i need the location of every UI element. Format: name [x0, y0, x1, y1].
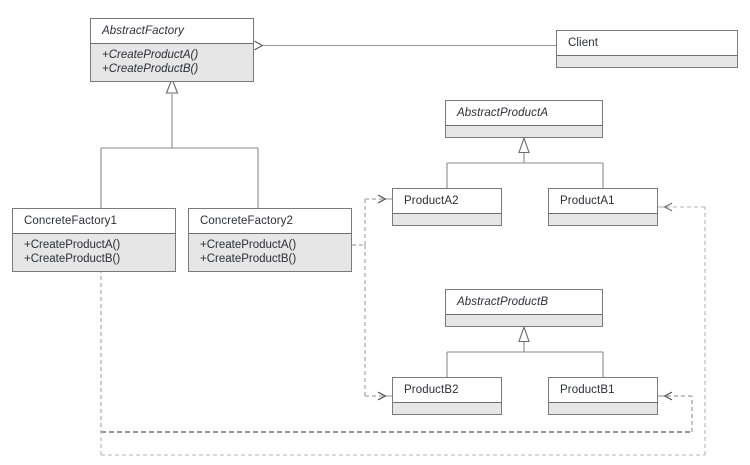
operation-create-product-b: +CreateProductB()	[102, 63, 199, 75]
compartment-separator	[446, 314, 602, 315]
operations-product-b2	[393, 403, 501, 414]
edge-concrete-factory-2-dependencies	[352, 199, 392, 396]
operation-create-product-a: +CreateProductA()	[200, 239, 297, 251]
compartment-separator	[549, 402, 657, 403]
operation-create-product-a: +CreateProductA()	[24, 239, 121, 251]
class-name-client: Client	[568, 37, 599, 49]
operations-abstract-product-a	[446, 126, 602, 137]
compartment-separator	[91, 43, 253, 44]
class-name-product-b1: ProductB1	[560, 384, 615, 396]
operation-create-product-b: +CreateProductB()	[200, 253, 297, 265]
class-name-abstract-factory: AbstractFactory	[102, 25, 185, 37]
operations-product-b1	[549, 403, 657, 414]
class-name-product-b2: ProductB2	[404, 384, 459, 396]
operation-create-product-b: +CreateProductB()	[24, 253, 121, 265]
operations-client	[557, 56, 737, 67]
class-concrete-factory-2[interactable]: ConcreteFactory2 +CreateProductA() +Crea…	[188, 208, 352, 272]
compartment-separator	[189, 233, 351, 234]
operation-create-product-a: +CreateProductA()	[102, 49, 199, 61]
class-product-a1[interactable]: ProductA1	[548, 188, 658, 226]
compartment-separator	[393, 213, 501, 214]
class-client[interactable]: Client	[556, 30, 738, 68]
edge-product-a-generalization	[446, 136, 604, 188]
operations-product-a1	[549, 214, 657, 225]
class-name-concrete-factory-2: ConcreteFactory2	[200, 215, 293, 227]
compartment-separator	[13, 233, 175, 234]
operations-abstract-factory: +CreateProductA() +CreateProductB()	[91, 44, 253, 81]
operations-abstract-product-b	[446, 315, 602, 326]
class-abstract-factory[interactable]: AbstractFactory +CreateProductA() +Creat…	[90, 18, 254, 82]
class-concrete-factory-1[interactable]: ConcreteFactory1 +CreateProductA() +Crea…	[12, 208, 176, 272]
class-abstract-product-b[interactable]: AbstractProductB	[445, 289, 603, 327]
operations-concrete-factory-1: +CreateProductA() +CreateProductB()	[13, 234, 175, 271]
class-product-b2[interactable]: ProductB2	[392, 377, 502, 415]
edge-factories-generalization	[100, 77, 259, 208]
compartment-separator	[393, 402, 501, 403]
compartment-separator	[549, 213, 657, 214]
class-name-abstract-product-a: AbstractProductA	[457, 107, 549, 119]
class-name-abstract-product-b: AbstractProductB	[457, 296, 549, 308]
class-product-a2[interactable]: ProductA2	[392, 188, 502, 226]
class-name-concrete-factory-1: ConcreteFactory1	[24, 215, 117, 227]
class-abstract-product-a[interactable]: AbstractProductA	[445, 100, 603, 138]
edge-product-b-generalization	[446, 325, 604, 377]
compartment-separator	[557, 55, 737, 56]
class-name-product-a1: ProductA1	[560, 195, 615, 207]
compartment-separator	[446, 125, 602, 126]
class-name-product-a2: ProductA2	[404, 195, 459, 207]
class-product-b1[interactable]: ProductB1	[548, 377, 658, 415]
operations-product-a2	[393, 214, 501, 225]
operations-concrete-factory-2: +CreateProductA() +CreateProductB()	[189, 234, 351, 271]
